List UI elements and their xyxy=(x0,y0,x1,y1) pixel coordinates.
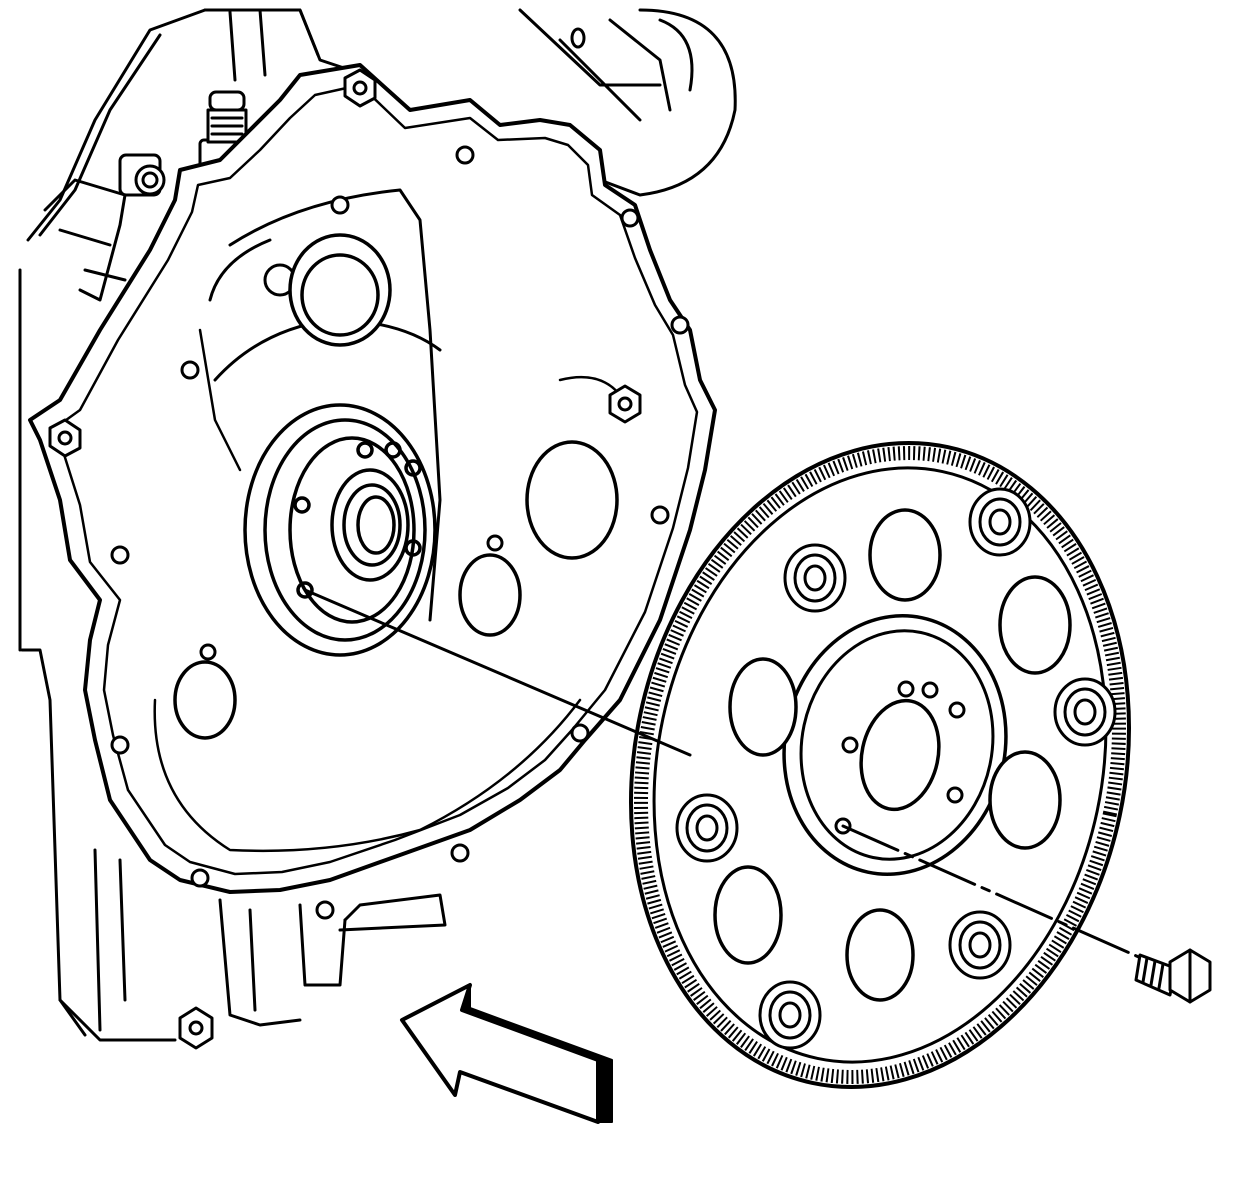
plate-mounting-holes xyxy=(110,145,690,920)
crankshaft-flange xyxy=(243,403,437,657)
flexplate xyxy=(629,441,1131,1089)
direction-arrow xyxy=(400,983,613,1124)
alignment-lines xyxy=(303,588,1152,964)
flexplate-bosses xyxy=(675,487,1117,1050)
sensor-connector xyxy=(43,153,166,302)
engine-block xyxy=(18,8,737,1042)
flexplate-bolt xyxy=(1134,948,1212,1004)
plate-bolts xyxy=(48,68,642,1050)
plate-openings xyxy=(173,233,619,740)
